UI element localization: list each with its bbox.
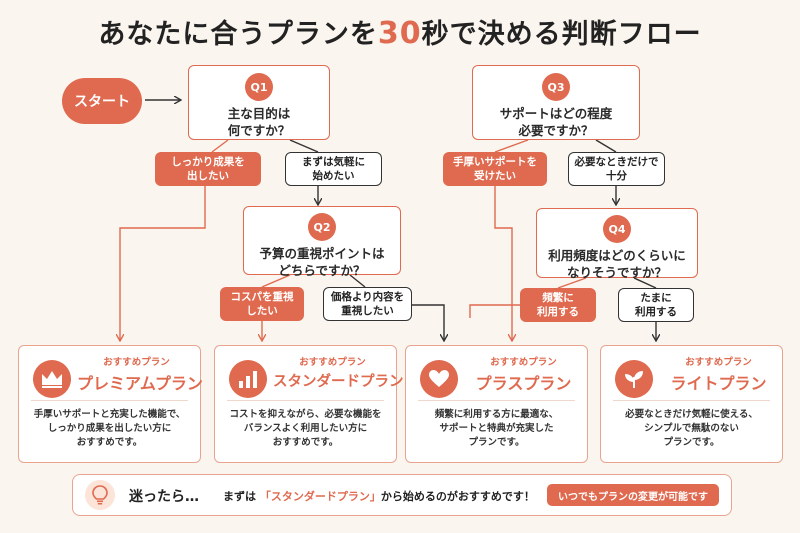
- start-node: スタート: [62, 78, 142, 124]
- plan-name: ライトプラン: [670, 374, 767, 393]
- question-4-text: 利用頻度はどのくらいに なりそうですか？: [548, 248, 686, 280]
- card-divider: [613, 400, 770, 401]
- question-4-box: Q4 利用頻度はどのくらいに なりそうですか？: [536, 208, 698, 280]
- tip-message: まずは 「スタンダードプラン」から始めるのがおすすめです！: [223, 488, 535, 504]
- bar-chart-icon: [229, 360, 267, 398]
- answer-q2-cost: コスパを重視 したい: [220, 287, 304, 321]
- question-3-badge: Q3: [542, 73, 570, 101]
- plan-recommend-label: おすすめプラン: [490, 357, 557, 368]
- question-1-box: Q1 主な目的は 何ですか？: [188, 65, 330, 140]
- plan-name: プレミアムプラン: [77, 374, 203, 393]
- plan-recommend-label: おすすめプラン: [299, 357, 366, 368]
- answer-q3-minimal: 必要なときだけで 十分: [568, 152, 665, 186]
- question-2-box: Q2 予算の重視ポイントは どちらですか？: [243, 206, 401, 278]
- plan-description: 頻繁に利用する方に最適な、 サポートと特典が充実した プランです。: [434, 409, 559, 448]
- tip-message-before: まずは: [223, 490, 256, 503]
- question-1-text: 主な目的は 何ですか？: [227, 106, 291, 138]
- plan-description: コストを抑えながら、必要な機能を バランスよく利用したい方に おすすめです。: [229, 409, 382, 448]
- bottom-tip-bar: 迷ったら… まずは 「スタンダードプラン」から始めるのがおすすめです！ いつでも…: [72, 474, 732, 516]
- plan-card-plus: おすすめプラン プラスプラン 頻繁に利用する方に最適な、 サポートと特典が充実し…: [405, 345, 588, 463]
- question-3-text: サポートはどの程度 必要ですか？: [499, 106, 613, 138]
- answer-q1-casual: まずは気軽に 始めたい: [285, 152, 382, 186]
- plan-card-light: おすすめプラン ライトプラン 必要なときだけ気軽に使える、 シンプルで無駄のない…: [600, 345, 783, 463]
- title-text-before: あなたに合うプランを: [98, 19, 378, 50]
- question-2-text: 予算の重視ポイントは どちらですか？: [259, 246, 385, 278]
- page-title: あなたに合うプランを30秒で決める判断フロー: [0, 12, 800, 51]
- tip-message-after: から始めるのがおすすめです！: [380, 490, 535, 503]
- title-text-after: 秒で決める判断フロー: [421, 19, 702, 50]
- card-divider: [418, 400, 575, 401]
- answer-q3-full-support: 手厚いサポートを 受けたい: [443, 152, 547, 186]
- plan-recommend-label: おすすめプラン: [103, 357, 170, 368]
- plan-change-note: いつでもプランの変更が可能です: [547, 484, 719, 506]
- plan-recommend-label: おすすめプラン: [685, 357, 752, 368]
- heart-icon: [420, 360, 458, 398]
- card-divider: [227, 400, 384, 401]
- crown-icon: [33, 360, 71, 398]
- tip-heading: 迷ったら…: [129, 489, 199, 505]
- answer-q4-occasional: たまに 利用する: [618, 288, 694, 322]
- question-1-badge: Q1: [245, 73, 273, 101]
- leaf-icon: [615, 360, 653, 398]
- title-accent-number: 30: [377, 16, 422, 51]
- plan-card-premium: おすすめプラン プレミアムプラン 手厚いサポートと充実した機能で、 しっかり成果…: [18, 345, 203, 463]
- lightbulb-icon: [85, 480, 115, 510]
- question-4-badge: Q4: [603, 215, 631, 243]
- plan-name: プラスプラン: [475, 374, 572, 393]
- question-3-box: Q3 サポートはどの程度 必要ですか？: [472, 65, 640, 140]
- plan-description: 必要なときだけ気軽に使える、 シンプルで無駄のない プランです。: [625, 409, 758, 448]
- answer-q2-content: 価格より内容を 重視したい: [323, 287, 412, 321]
- answer-q4-frequent: 頻繁に 利用する: [520, 288, 596, 322]
- question-2-badge: Q2: [308, 213, 336, 241]
- plan-name: スタンダードプラン: [273, 374, 404, 390]
- tip-message-highlight: 「スタンダードプラン」: [259, 490, 381, 503]
- card-divider: [31, 400, 188, 401]
- plan-description: 手厚いサポートと充実した機能で、 しっかり成果を出したい方に おすすめです。: [33, 409, 186, 448]
- answer-q1-results: しっかり成果を 出したい: [155, 152, 261, 186]
- plan-card-standard: おすすめプラン スタンダードプラン コストを抑えながら、必要な機能を バランスよ…: [214, 345, 404, 463]
